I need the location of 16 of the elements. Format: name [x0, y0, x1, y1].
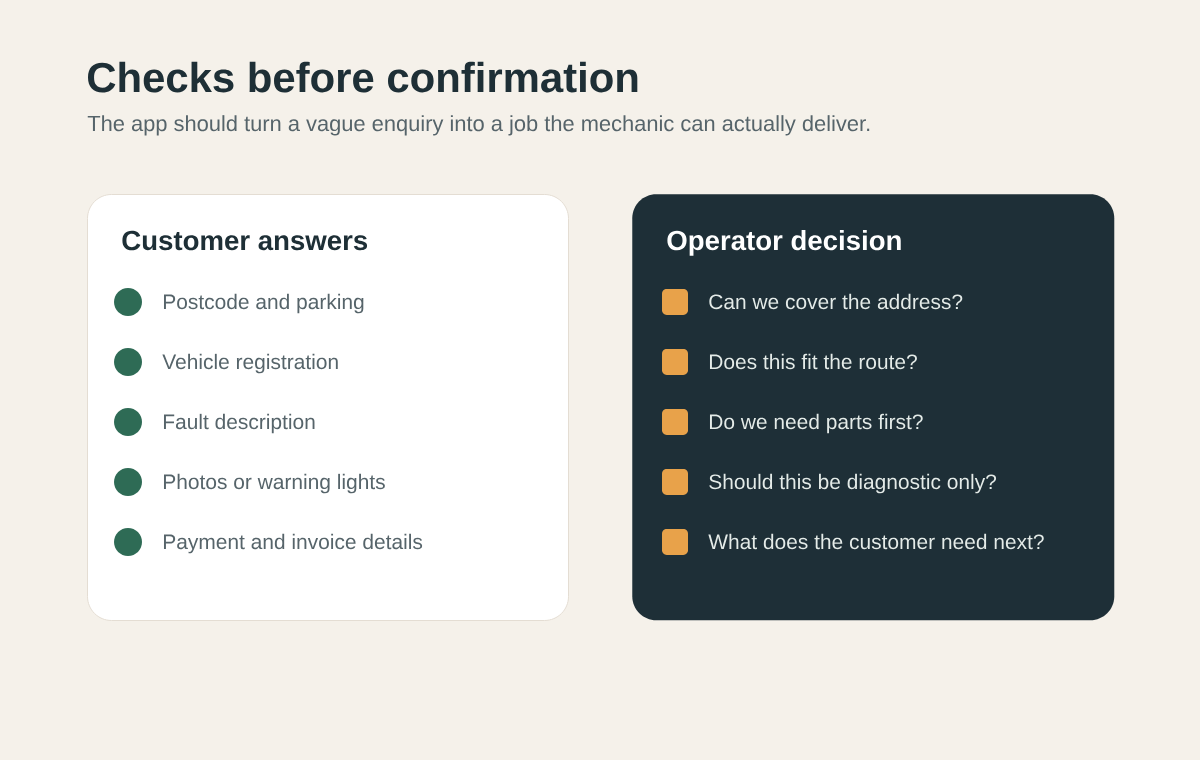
- list-item: Does this fit the route?: [710, 353, 917, 370]
- list-item: Fault description: [164, 413, 315, 434]
- card: [632, 194, 1115, 621]
- title: Checks before confirmation: [88, 61, 638, 93]
- list-item: Vehicle registration: [162, 353, 338, 374]
- list-item: What does the customer need next?: [708, 533, 1044, 550]
- subtitle: The app should turn a vague enquiry into a job the mechanic can actually deliver.: [87, 115, 870, 136]
- card: [87, 194, 569, 621]
- list-item: Postcode and parking: [164, 293, 364, 314]
- list-item: Should this be diagnostic only?: [709, 473, 997, 494]
- card-heading: Customer answers: [122, 230, 368, 251]
- list-item: Do we need parts first?: [710, 413, 923, 434]
- list-item: Photos or warning lights: [164, 473, 385, 494]
- list-item: Can we cover the address?: [709, 293, 963, 310]
- card-heading: Operator decision: [667, 230, 901, 256]
- list-item: Payment and invoice details: [164, 533, 423, 554]
